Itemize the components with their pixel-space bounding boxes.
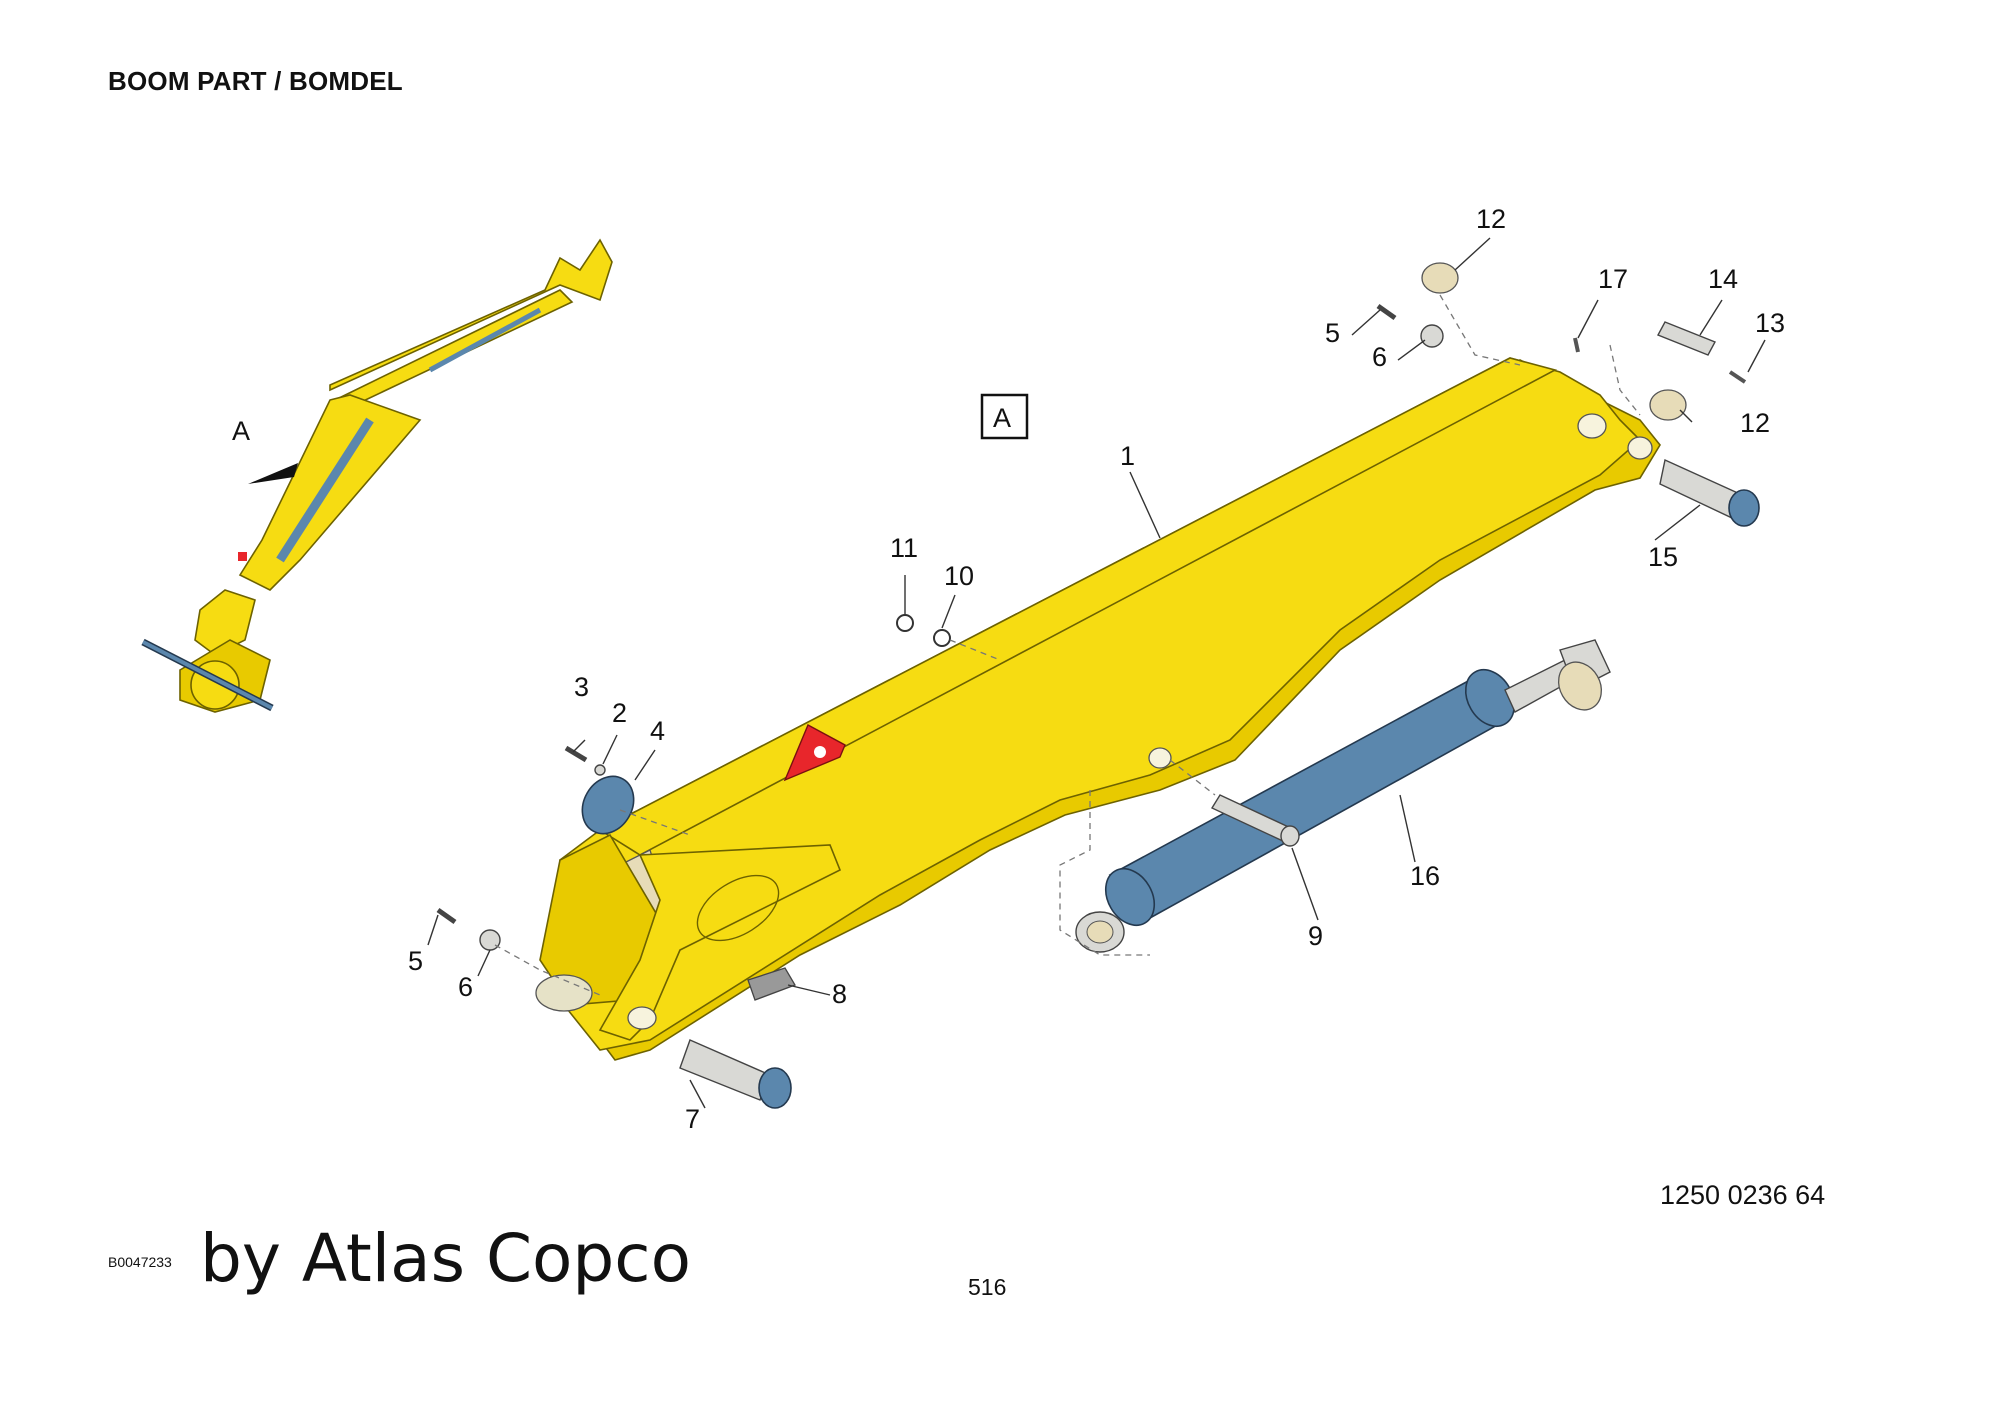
cylinder [1075,639,1611,953]
brand-text: by Atlas Copco [200,1220,691,1297]
boom-main [535,357,1661,1061]
callout-6-lower: 6 [458,972,473,1002]
callout-11: 11 [890,533,918,563]
callout-17: 17 [1598,264,1628,294]
pin-item-7 [679,1039,792,1109]
page-title: BOOM PART / BOMDEL [108,66,403,96]
grease-nipple-item-17 [1573,337,1580,353]
callout-5-upper: 5 [1325,318,1340,348]
view-marker-label: A [993,403,1011,433]
callout-9: 9 [1308,921,1323,951]
washer-item-6-lower [479,929,501,951]
page-number: 516 [968,1274,1007,1300]
screw-item-3 [564,745,588,763]
overview-view-label: A [232,416,250,446]
view-arrow-icon [248,463,298,484]
ring-item-10 [933,629,951,647]
cover-item-4 [581,775,635,835]
wear-plate-item-8 [747,967,796,1001]
washer-item-6-upper [1420,324,1444,348]
washer-item-2 [594,764,606,776]
pin-item-15 [1659,459,1760,527]
callout-12-upper: 12 [1476,204,1506,234]
screw-item-5-upper [1376,303,1397,321]
circlip-item-11 [896,614,914,632]
callout-15: 15 [1648,542,1678,572]
callout-12-lower: 12 [1740,408,1770,438]
bushing-item-12-upper [1421,262,1459,294]
callout-2: 2 [612,698,627,728]
view-marker-box [980,393,1029,440]
leader-lines [427,237,1766,1109]
callout-16: 16 [1410,861,1440,891]
callout-14: 14 [1708,264,1738,294]
document-number: 1250 0236 64 [1660,1180,1826,1210]
callout-10: 10 [944,561,974,591]
callout-8: 8 [832,979,847,1009]
callout-1: 1 [1120,441,1135,471]
callout-7: 7 [685,1104,700,1134]
callout-6-upper: 6 [1372,342,1387,372]
callout-13: 13 [1755,308,1785,338]
callout-3: 3 [574,672,589,702]
callout-4: 4 [650,716,665,746]
overview-machine: A [141,238,613,713]
plate-item-14 [1657,321,1716,356]
screw-item-13 [1728,370,1747,384]
screw-item-5-lower [436,907,457,925]
image-id: B0047233 [108,1254,172,1270]
callout-5-lower: 5 [408,946,423,976]
bushing-item-12-lower [1649,389,1687,421]
pin-item-9 [1210,794,1300,847]
